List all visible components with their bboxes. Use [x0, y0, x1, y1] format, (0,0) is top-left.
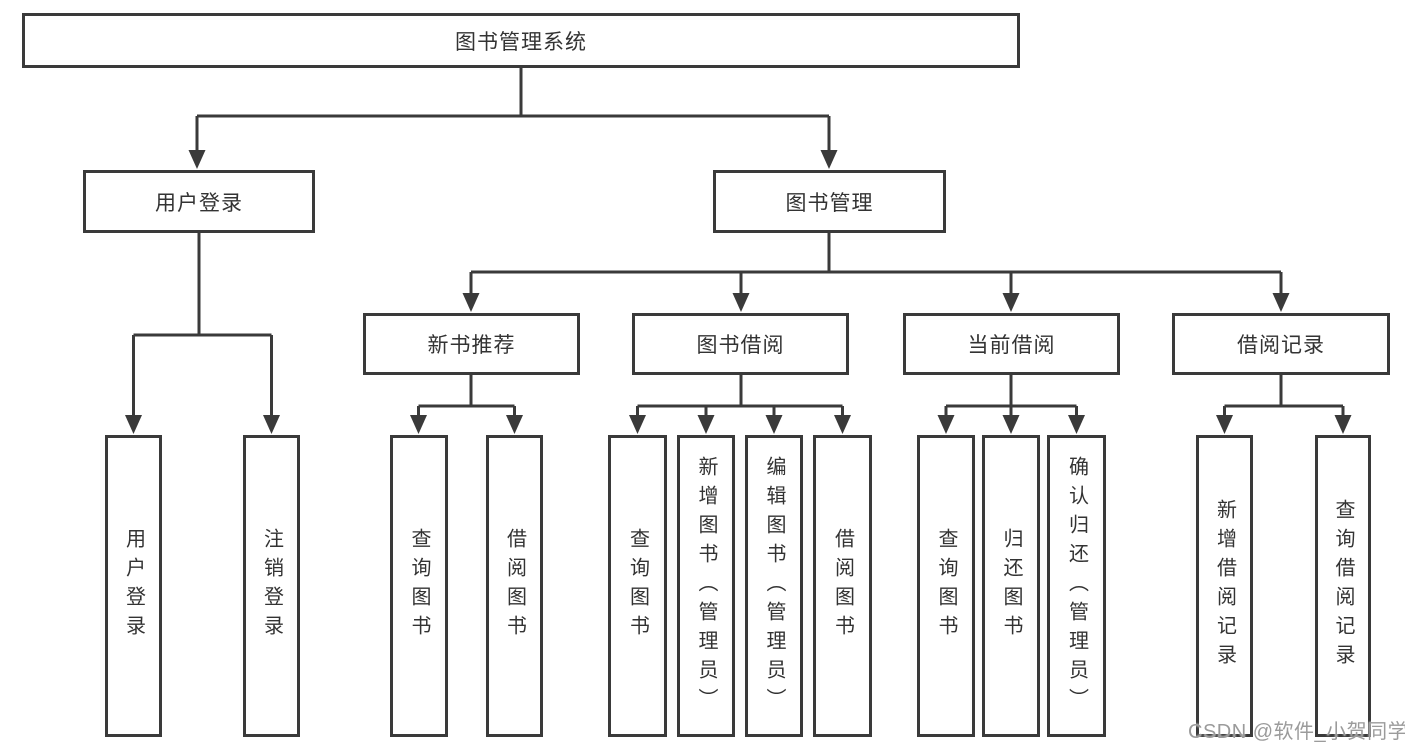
node-borrow-records: 借阅记录	[1172, 313, 1390, 375]
node-current-borrowing: 当前借阅	[903, 313, 1120, 375]
leaf-add-book-admin: 新增图书（管理员）	[677, 435, 735, 737]
leaf-borrow-book-under-recommend: 借阅图书	[486, 435, 543, 737]
node-label: 图书管理	[785, 191, 874, 215]
arrow-down-icon	[506, 415, 523, 434]
node-user-login: 用户登录	[83, 170, 315, 233]
node-label: 用户登录	[155, 191, 243, 215]
arrow-down-icon	[629, 415, 646, 434]
connector-new-book-rec-to-leaves	[417, 375, 516, 416]
leaf-label: 新增借阅记录	[1213, 499, 1236, 673]
arrow-down-icon	[820, 150, 838, 169]
leaf-label: 借阅图书	[831, 528, 854, 644]
arrow-down-icon	[1272, 293, 1290, 312]
connector-current-borrow-to-leaves	[944, 375, 1078, 416]
node-label: 新书推荐	[427, 334, 516, 357]
node-book-management: 图书管理	[713, 170, 946, 233]
node-root-system: 图书管理系统	[22, 13, 1020, 68]
connector-borrow-record-to-leaves	[1223, 375, 1345, 416]
leaf-label: 查询图书	[935, 528, 957, 644]
arrow-down-icon	[1216, 415, 1233, 434]
arrow-down-icon	[462, 293, 480, 312]
leaf-label: 查询图书	[408, 528, 430, 644]
arrow-down-icon	[937, 415, 955, 434]
arrow-down-icon	[765, 415, 783, 434]
arrow-down-icon	[188, 150, 206, 169]
arrow-down-icon	[732, 293, 750, 312]
leaf-add-borrow-record: 新增借阅记录	[1196, 435, 1253, 737]
leaf-label: 确认归还（管理员）	[1065, 455, 1088, 717]
connector-user-login-to-leaves	[132, 233, 273, 416]
arrow-down-icon	[697, 415, 715, 434]
arrow-down-icon	[1334, 415, 1352, 434]
arrow-down-icon	[1002, 415, 1020, 434]
leaf-label: 借阅图书	[503, 528, 526, 644]
arrow-down-icon	[834, 415, 851, 434]
arrow-down-icon	[410, 415, 427, 434]
node-book-borrowing: 图书借阅	[632, 313, 849, 375]
leaf-label: 新增图书（管理员）	[695, 455, 717, 717]
leaf-borrow-book-under-borrowing: 借阅图书	[813, 435, 872, 737]
node-label: 借阅记录	[1237, 334, 1325, 357]
leaf-query-borrow-record: 查询借阅记录	[1315, 435, 1371, 737]
leaf-label: 归还图书	[1000, 528, 1022, 644]
leaf-user-login: 用户登录	[105, 435, 162, 737]
connector-book-mgmt-to-level2	[469, 233, 1283, 295]
leaf-label: 查询图书	[626, 528, 649, 644]
arrow-down-icon	[263, 415, 280, 434]
leaf-query-book-under-recommend: 查询图书	[390, 435, 448, 737]
leaf-query-book-under-borrowing: 查询图书	[608, 435, 667, 737]
leaf-logout: 注销登录	[243, 435, 300, 737]
leaf-edit-book-admin: 编辑图书（管理员）	[745, 435, 803, 737]
csdn-watermark: CSDN @软件_小贺同学	[1188, 721, 1405, 743]
node-new-book-recommend: 新书推荐	[363, 313, 580, 375]
node-label: 当前借阅	[967, 334, 1056, 357]
node-label: 图书借阅	[696, 334, 785, 357]
arrow-down-icon	[1068, 415, 1085, 434]
arrow-down-icon	[125, 415, 142, 434]
leaf-label: 查询借阅记录	[1332, 499, 1354, 673]
connector-book-borrow-to-leaves	[636, 375, 844, 416]
connector-root-to-level1	[195, 68, 831, 152]
leaf-return-book: 归还图书	[982, 435, 1040, 737]
leaf-confirm-return-admin: 确认归还（管理员）	[1047, 435, 1106, 737]
node-label: 图书管理系统	[455, 30, 587, 54]
leaf-label: 编辑图书（管理员）	[763, 455, 785, 717]
leaf-label: 注销登录	[260, 528, 283, 644]
leaf-query-book-under-current: 查询图书	[917, 435, 975, 737]
leaf-label: 用户登录	[122, 528, 145, 644]
arrow-down-icon	[1002, 293, 1020, 312]
